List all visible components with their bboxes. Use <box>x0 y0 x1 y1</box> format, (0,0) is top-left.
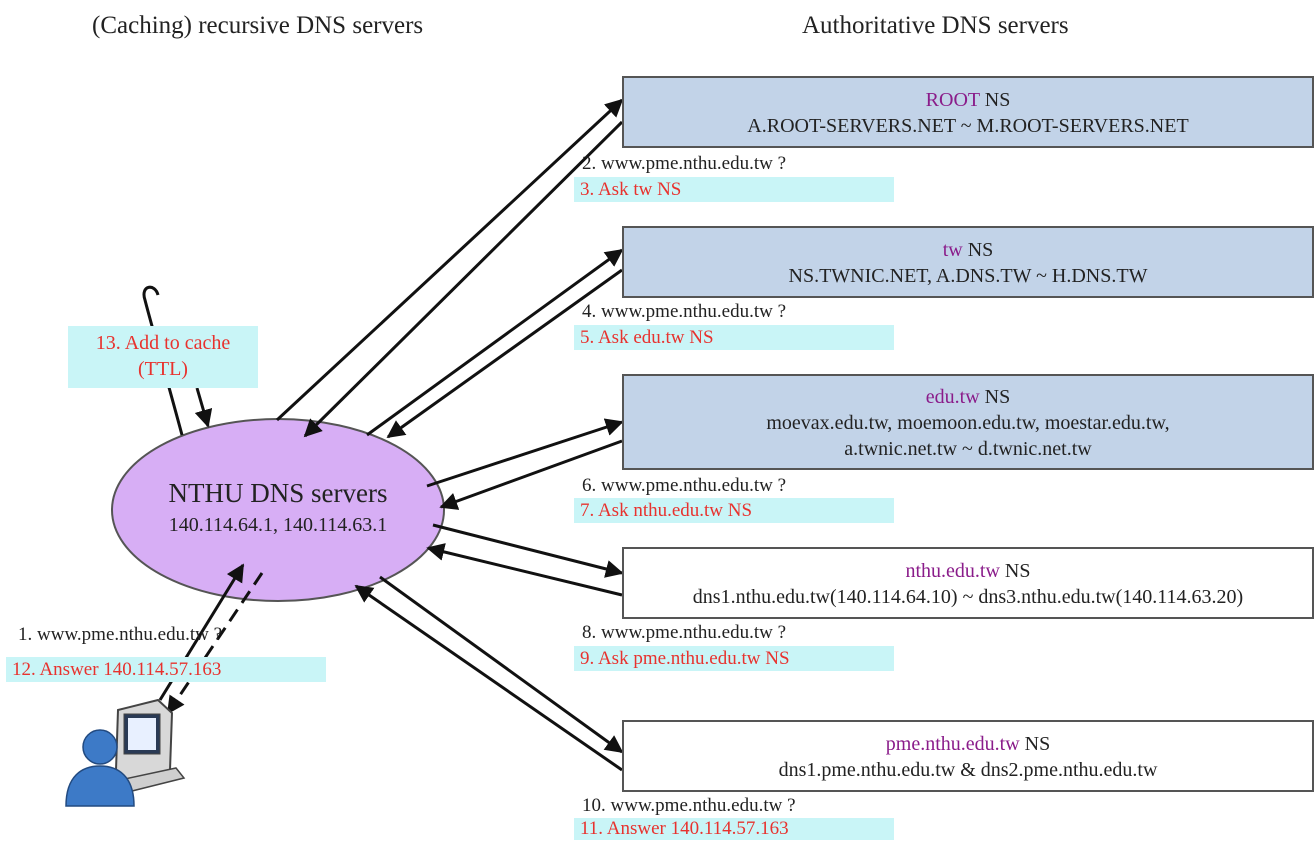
zone-name: ROOT <box>925 89 980 111</box>
recursive-servers-header: (Caching) recursive DNS servers <box>92 12 424 39</box>
resolver-title: NTHU DNS servers <box>168 478 388 508</box>
answer-label-tw: 5. Ask edu.tw NS <box>574 325 894 350</box>
cache-loop-out-arrow <box>142 285 184 436</box>
user-person-icon <box>65 729 135 807</box>
authoritative-servers-header: Authoritative DNS servers <box>802 12 1069 39</box>
cache-note-line1: 13. Add to cache <box>95 332 231 354</box>
nthu-edu-tw-ns-box: nthu.edu.tw NS dns1.nthu.edu.tw(140.114.… <box>622 547 1314 619</box>
query-label-nthu-edu-tw: 8. www.pme.nthu.edu.tw ? <box>582 622 787 643</box>
query-label-pme-nthu-edu-tw: 10. www.pme.nthu.edu.tw ? <box>582 795 796 816</box>
ns-suffix: NS <box>962 239 994 261</box>
reply-arrow-edu-tw <box>439 439 623 510</box>
query-label-edu-tw: 6. www.pme.nthu.edu.tw ? <box>582 475 787 496</box>
reply-arrow-pme-nthu-edu-tw <box>354 584 623 772</box>
reply-arrow-root <box>303 120 624 438</box>
answer-label-pme-nthu-edu-tw: 11. Answer 140.114.57.163 <box>574 818 894 840</box>
pme-nthu-edu-tw-ns-box: pme.nthu.edu.tw NS dns1.pme.nthu.edu.tw … <box>622 720 1314 792</box>
edu-tw-ns-box: edu.tw NS moevax.edu.tw, moemoon.edu.tw,… <box>622 374 1314 470</box>
tw-ns-box: tw NS NS.TWNIC.NET, A.DNS.TW ~ H.DNS.TW <box>622 226 1314 298</box>
answer-label-edu-tw: 7. Ask nthu.edu.tw NS <box>574 498 894 523</box>
client-answer-label: 12. Answer 140.114.57.163 <box>6 657 326 682</box>
server-list: dns1.nthu.edu.tw(140.114.64.10) ~ dns3.n… <box>692 586 1244 608</box>
server-list-line1: moevax.edu.tw, moemoon.edu.tw, moestar.e… <box>766 412 1170 434</box>
query-arrow-nthu-edu-tw <box>432 523 624 578</box>
cache-note: 13. Add to cache (TTL) <box>68 326 258 388</box>
resolver-ips: 140.114.64.1, 140.114.63.1 <box>168 514 388 536</box>
cache-note-line2: (TTL) <box>138 358 188 380</box>
zone-name: tw <box>942 239 963 261</box>
query-arrow-root <box>275 98 624 422</box>
reply-arrow-tw <box>386 268 623 439</box>
server-list: NS.TWNIC.NET, A.DNS.TW ~ H.DNS.TW <box>788 265 1148 287</box>
ns-suffix: NS <box>1019 733 1051 755</box>
query-label-tw: 4. www.pme.nthu.edu.tw ? <box>582 301 787 322</box>
reply-arrow-nthu-edu-tw <box>426 543 623 597</box>
server-list: dns1.pme.nthu.edu.tw & dns2.pme.nthu.edu… <box>778 759 1158 781</box>
server-list-line2: a.twnic.net.tw ~ d.twnic.net.tw <box>844 438 1092 460</box>
answer-label-root: 3. Ask tw NS <box>574 177 894 202</box>
client-query-label: 1. www.pme.nthu.edu.tw ? <box>18 624 223 645</box>
query-arrow-tw <box>366 248 624 437</box>
query-arrow-pme-nthu-edu-tw <box>379 575 624 754</box>
query-label-root: 2. www.pme.nthu.edu.tw ? <box>582 153 787 174</box>
query-arrow-edu-tw <box>426 418 624 488</box>
cache-loop-in-arrow <box>194 387 213 428</box>
answer-label-nthu-edu-tw: 9. Ask pme.nthu.edu.tw NS <box>574 646 894 671</box>
zone-name: nthu.edu.tw <box>905 560 1000 582</box>
client-answer-arrow <box>166 572 264 715</box>
zone-name: pme.nthu.edu.tw <box>885 733 1020 755</box>
zone-name: edu.tw <box>925 386 980 408</box>
nthu-dns-server-ellipse <box>111 418 445 602</box>
server-list: A.ROOT-SERVERS.NET ~ M.ROOT-SERVERS.NET <box>747 115 1189 137</box>
ns-suffix: NS <box>979 89 1011 111</box>
ns-suffix: NS <box>999 560 1031 582</box>
ns-suffix: NS <box>979 386 1011 408</box>
client-computer-icon <box>114 698 186 793</box>
root-ns-box: ROOT NS A.ROOT-SERVERS.NET ~ M.ROOT-SERV… <box>622 76 1314 148</box>
